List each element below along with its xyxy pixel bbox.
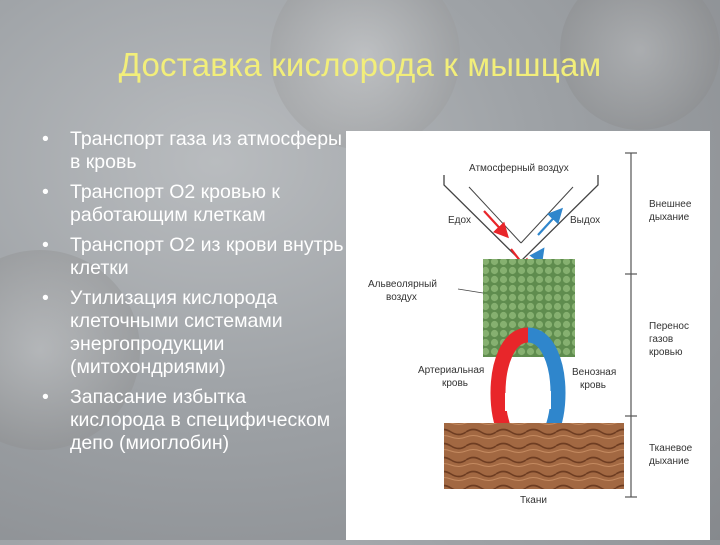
alveolar-label: Альвеолярный [368, 279, 437, 290]
bullet-item: • Утилизация кислорода клеточными система… [40, 287, 345, 379]
slide-title: Доставка кислорода к мышцам [118, 46, 602, 83]
bullet-icon: • [42, 287, 49, 309]
oxygen-transport-diagram: Внешнее дыхание Перенос газов кровью Тка… [346, 131, 710, 540]
bullet-text: Транспорт О2 из крови внутрь клетки [70, 234, 344, 279]
bullet-icon: • [42, 181, 49, 203]
arterial-label: Артериальная [418, 365, 484, 376]
inhale-arrow [483, 210, 509, 239]
arterial-label: кровь [442, 378, 468, 389]
bullet-item: • Транспорт О2 кровью к работающим клетка… [40, 181, 345, 227]
bullet-text: Транспорт газа из атмосферы в кровь [70, 128, 343, 173]
bullet-list: • Транспорт газа из атмосферы в кровь • Тр… [40, 128, 345, 462]
stage-transfer-label: кровью [649, 347, 683, 358]
exhale-label: Выдох [570, 215, 600, 226]
atmosphere-label: Атмосферный воздух [469, 162, 569, 174]
bullet-item: • Транспорт газа из атмосферы в кровь [40, 128, 345, 174]
bullet-icon: • [42, 386, 49, 408]
bullet-text: Транспорт О2 кровью к работающим клеткам [70, 181, 280, 226]
background-texture [560, 0, 720, 130]
bullet-icon: • [42, 128, 49, 150]
airway-inner [468, 186, 522, 244]
venous-label: Венозная [572, 367, 616, 378]
stage-transfer-label: газов [649, 334, 673, 345]
bullet-item: • Транспорт О2 из крови внутрь клетки [40, 234, 345, 280]
diagram-svg: Внешнее дыхание Перенос газов кровью Тка… [368, 152, 693, 506]
bullet-item: • Запасание избытка кислорода в специфиче… [40, 386, 345, 455]
bullet-icon: • [42, 234, 49, 256]
alveolar-label: воздух [386, 292, 417, 303]
stage-external-label: Внешнее [649, 199, 692, 210]
stage-tissue-label: дыхание [649, 456, 690, 467]
bullet-text: Запасание избытка кислорода в специфичес… [70, 386, 331, 454]
stage-transfer-label: Перенос [649, 321, 689, 332]
inhale-label: Едох [448, 215, 471, 226]
exhale-arrow [537, 207, 563, 236]
stage-tissue-label: Тканевое [649, 443, 693, 454]
alveolar-pointer [457, 288, 484, 294]
tissue-label: Ткани [520, 495, 547, 506]
background-texture [270, 0, 460, 150]
stage-external-label: дыхание [649, 212, 690, 223]
tissue-block [444, 423, 624, 489]
bullet-text: Утилизация кислорода клеточными системам… [70, 287, 283, 378]
venous-label: кровь [580, 380, 606, 391]
